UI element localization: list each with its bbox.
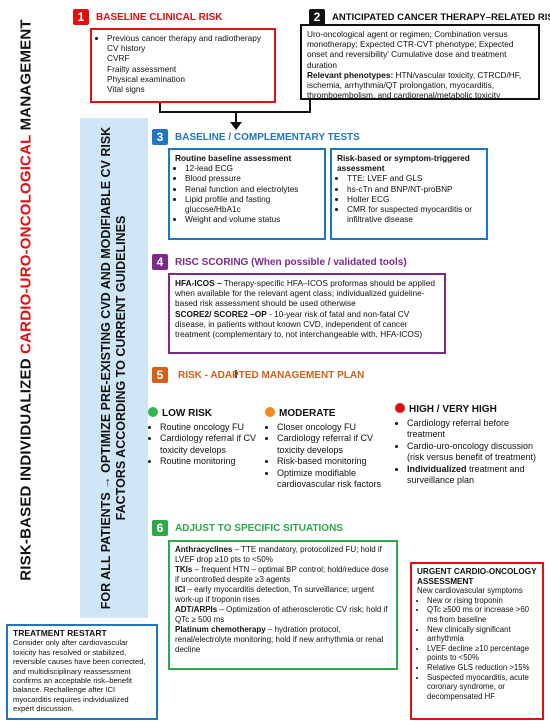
list-item: Frailty assessment <box>107 63 177 74</box>
list-item: hs-cTn and BNP/NT-proBNP <box>347 184 481 194</box>
step1-badge: 1 <box>72 8 90 26</box>
step5-heading: RISK - ADAPTED MANAGEMENT PLAN <box>178 370 365 381</box>
step2-badge: 2 <box>308 8 326 26</box>
patients-banner: FOR ALL PATIENTS → OPTIMIZE PRE-EXISTING… <box>80 118 148 618</box>
green-dot-icon <box>148 407 158 417</box>
individualized-text: treatment and surveillance plan <box>407 463 525 486</box>
list-item: Optimize modifiable cardiovascular risk … <box>277 468 393 491</box>
list-item: Renal function and electrolytes <box>185 184 319 194</box>
treatment-restart-box: TREATMENT RESTART Consider only after ca… <box>6 624 158 720</box>
list-item: Closer oncology FU <box>277 422 393 434</box>
list-item: TTE: LVEF and GLS <box>347 173 481 183</box>
list-item: Cardio-uro-oncology discussion (risk ver… <box>407 441 545 464</box>
list-item: ADT/ARPIs – Optimization of atherosclero… <box>175 605 388 624</box>
list-item: Cardiology referral if CV toxicity devel… <box>277 433 393 456</box>
orange-dot-icon <box>265 407 275 417</box>
urgent-title: URGENT CARDIO-ONCOLOGY ASSESSMENT <box>417 567 537 586</box>
step4-badge: 4 <box>151 253 169 271</box>
list-item: CV history <box>107 43 146 54</box>
step4-box: HFA-ICOS – Therapy-specific HFA–ICOS pro… <box>168 273 446 354</box>
step6-box: Anthracyclines – TTE mandatory, protocol… <box>168 540 398 670</box>
step4-heading: RISC SCORING (When possible / validated … <box>175 257 407 268</box>
step3-risk-title: Risk-based or symptom-triggered assessme… <box>337 153 470 174</box>
list-item: Weight and volume status <box>185 214 319 224</box>
step1-box: Previous cancer therapy and radiotherapy… <box>90 28 276 103</box>
low-risk-title: LOW RISK <box>162 408 212 419</box>
list-item: Relative GLS reduction >15% <box>427 663 537 673</box>
score2-text: - 10-year risk of fatal and non-fatal CV… <box>175 308 423 340</box>
step2-box: Uro-oncological agent or regimen; Combin… <box>300 24 540 100</box>
list-item: Cardiology referral before treatment <box>407 418 545 441</box>
list-item: Platinum chemotherapy – hydration protoc… <box>175 625 384 654</box>
arrow-down-icon <box>159 100 311 124</box>
puzzle-piece-icon <box>73 9 89 25</box>
step3-badge: 3 <box>151 128 169 146</box>
list-item: LVEF decline ≥10 percentage points to <5… <box>427 644 537 663</box>
step3-risk-box: Risk-based or symptom-triggered assessme… <box>330 148 488 240</box>
list-item: Vital signs <box>107 84 145 95</box>
step6-badge: 6 <box>151 519 169 537</box>
moderate-risk-column: MODERATE Closer oncology FU Cardiology r… <box>265 407 393 491</box>
list-item: Physical examination <box>107 73 185 84</box>
moderate-risk-title: MODERATE <box>279 408 336 419</box>
list-item: Lipid profile and fasting glucose/HbA1c <box>185 194 319 214</box>
step1-list: Previous cancer therapy and radiotherapy <box>97 33 269 43</box>
step3-routine-title: Routine baseline assessment <box>175 153 292 163</box>
list-item: CMR for suspected myocarditis or infiltr… <box>347 204 481 224</box>
list-item: CVRF <box>107 53 130 64</box>
step1-heading: BASELINE CLINICAL RISK <box>96 12 223 23</box>
list-item: Anthracyclines – TTE mandatory, protocol… <box>175 545 382 564</box>
puzzle-piece-icon <box>152 254 168 270</box>
list-item: QTc ≥500 ms or increase >60 ms from base… <box>427 605 537 624</box>
list-item: New clinically significant arrhythmia <box>427 625 537 644</box>
puzzle-piece-icon <box>152 520 168 536</box>
hfa-icos-text: Therapy-specific HFA–ICOS proformas shou… <box>175 278 435 309</box>
list-item: ICI – early myocarditis detection, Tn su… <box>175 585 375 604</box>
restart-title: TREATMENT RESTART <box>13 628 107 638</box>
list-item: Individualized treatment and surveillanc… <box>407 464 545 487</box>
list-item: Blood pressure <box>185 173 319 183</box>
high-risk-title: HIGH / VERY HIGH <box>409 404 497 415</box>
list-item: Routine oncology FU <box>160 422 260 434</box>
list-item: TKIs – frequent HTN – optimal BP control… <box>175 565 389 584</box>
step5-badge: 5 <box>151 366 169 384</box>
step3-heading: BASELINE / COMPLEMENTARY TESTS <box>175 132 360 143</box>
puzzle-piece-icon <box>309 9 325 25</box>
list-item: Cardiology referral if CV toxicity devel… <box>160 433 260 456</box>
list-item: Suspected myocarditis, acute coronary sy… <box>427 673 537 702</box>
list-item: New or rising troponin <box>427 596 537 606</box>
red-dot-icon <box>395 403 405 413</box>
step2-heading: ANTICIPATED CANCER THERAPY–RELATED RISK <box>332 12 550 23</box>
step2-text: Uro-oncological agent or regimen; Combin… <box>307 29 514 70</box>
step2-phenotypes-text: HTN/vascular toxicity, CTRCD/HF, ischemi… <box>307 69 522 101</box>
score2-label: SCORE2/ SCORE2 –OP <box>175 308 267 319</box>
hfa-icos-label: HFA-ICOS – <box>175 278 222 288</box>
individualized-label: Individualized <box>407 463 467 474</box>
list-item: Risk-based monitoring <box>277 456 393 468</box>
high-risk-column: HIGH / VERY HIGH Cardiology referral bef… <box>395 403 545 487</box>
puzzle-piece-icon <box>152 129 168 145</box>
urgent-assessment-box: URGENT CARDIO-ONCOLOGY ASSESSMENT New ca… <box>410 562 544 720</box>
restart-text: Consider only after cardiovascular toxic… <box>13 638 146 714</box>
puzzle-piece-icon <box>152 367 168 383</box>
urgent-intro: New cardiovascular symptoms <box>417 586 523 596</box>
arrow-head-step3 <box>230 122 242 130</box>
step6-heading: ADJUST TO SPECIFIC SITUATIONS <box>175 523 343 534</box>
list-item: Previous cancer therapy and radiotherapy <box>107 33 269 43</box>
list-item: Routine monitoring <box>160 456 260 468</box>
list-item: Holter ECG <box>347 194 481 204</box>
step2-phenotypes-label: Relevant phenotypes: <box>307 69 394 80</box>
step3-routine-box: Routine baseline assessment 12-lead ECG … <box>168 148 326 240</box>
low-risk-column: LOW RISK Routine oncology FU Cardiology … <box>148 407 260 468</box>
list-item: 12-lead ECG <box>185 163 319 173</box>
